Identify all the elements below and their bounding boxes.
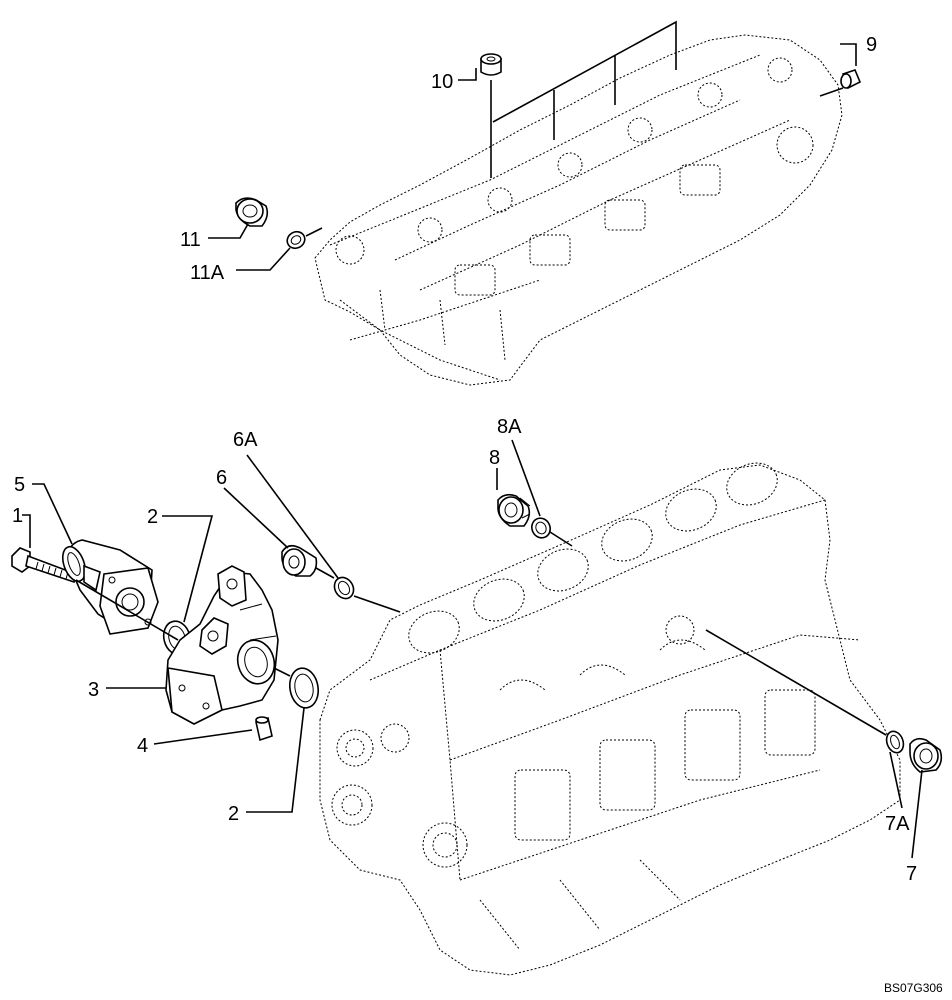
part-6a-oring	[333, 576, 355, 600]
part-9-plug	[819, 43, 862, 97]
leader-5	[32, 483, 73, 545]
part-11a-oring	[286, 227, 323, 250]
cylinder-head	[314, 34, 843, 386]
label-5: 5	[14, 474, 25, 496]
label-3: 3	[88, 679, 99, 701]
part-8a-oring	[531, 517, 551, 539]
engine-block	[319, 462, 901, 976]
part-10-leaders	[458, 20, 677, 178]
leader-11a	[236, 247, 291, 271]
part-4-pin	[255, 716, 273, 742]
leader-1	[22, 514, 31, 548]
part-3-body	[165, 565, 279, 725]
figure-code: BS07G306	[884, 981, 943, 995]
label-2-upper: 2	[147, 506, 158, 528]
leader-7	[911, 769, 923, 859]
leader-bolt-axis	[75, 579, 179, 641]
part-2-gasket-lower	[288, 667, 320, 709]
label-4: 4	[137, 735, 148, 757]
leader-8a	[511, 439, 541, 517]
leader-6a-to-block	[353, 595, 401, 613]
part-6-plug	[281, 544, 318, 577]
part-8-plug	[497, 493, 531, 527]
label-11a: 11A	[190, 262, 225, 284]
leader-6-to-oring	[315, 567, 335, 579]
label-7: 7	[906, 863, 917, 885]
label-11: 11	[180, 229, 201, 251]
part-11-plug	[235, 197, 269, 227]
label-9: 9	[866, 34, 877, 56]
part-10-plug	[480, 53, 502, 76]
part-5-housing	[61, 539, 159, 635]
label-10: 10	[431, 71, 453, 93]
leader-pump-to-block	[273, 667, 291, 677]
label-1: 1	[12, 505, 23, 527]
part-7a-oring	[885, 730, 905, 754]
leader-6	[223, 487, 289, 549]
leader-2-lower	[246, 707, 305, 813]
leader-8a-to-block	[549, 531, 573, 547]
label-6a: 6A	[233, 429, 258, 451]
part-7-plug	[909, 737, 943, 773]
label-7a: 7A	[885, 813, 910, 835]
leader-4	[153, 729, 253, 745]
part-1-bolt	[11, 547, 77, 584]
label-2-lower: 2	[228, 803, 239, 825]
leader-7-to-block	[705, 629, 887, 736]
leader-2-upper	[162, 515, 214, 623]
leader-11	[208, 223, 249, 239]
label-8: 8	[489, 447, 500, 469]
label-8a: 8A	[497, 416, 522, 438]
leader-7a	[889, 751, 903, 809]
leader-6a	[246, 454, 339, 579]
label-6: 6	[216, 467, 227, 489]
